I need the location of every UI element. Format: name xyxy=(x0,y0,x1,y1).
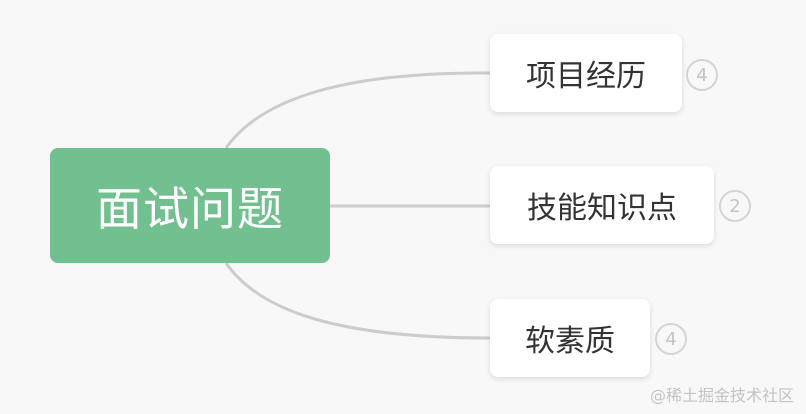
connector-project-experience xyxy=(224,71,491,149)
branch-label-project-experience: 项目经历 xyxy=(526,59,646,94)
badge-count-project-experience: 4 xyxy=(696,64,708,86)
badge-count-skill-knowledge: 2 xyxy=(729,195,741,217)
collapsed-count-badge-project-experience[interactable]: 4 xyxy=(686,59,718,91)
collapsed-count-badge-skill-knowledge[interactable]: 2 xyxy=(719,190,751,222)
branch-node-skill-knowledge[interactable]: 技能知识点 xyxy=(490,166,714,244)
badge-count-soft-skills: 4 xyxy=(665,328,677,350)
collapsed-count-badge-soft-skills[interactable]: 4 xyxy=(655,323,687,355)
watermark-text: @稀土掘金技术社区 xyxy=(649,386,794,405)
root-topic-node[interactable]: 面试问题 xyxy=(50,148,330,263)
branch-node-project-experience[interactable]: 项目经历 xyxy=(490,34,682,112)
root-topic-label: 面试问题 xyxy=(96,181,284,236)
connector-soft-skills xyxy=(224,262,491,340)
branch-node-soft-skills[interactable]: 软素质 xyxy=(490,299,650,377)
branch-label-soft-skills: 软素质 xyxy=(525,324,615,359)
branch-label-skill-knowledge: 技能知识点 xyxy=(527,191,677,226)
